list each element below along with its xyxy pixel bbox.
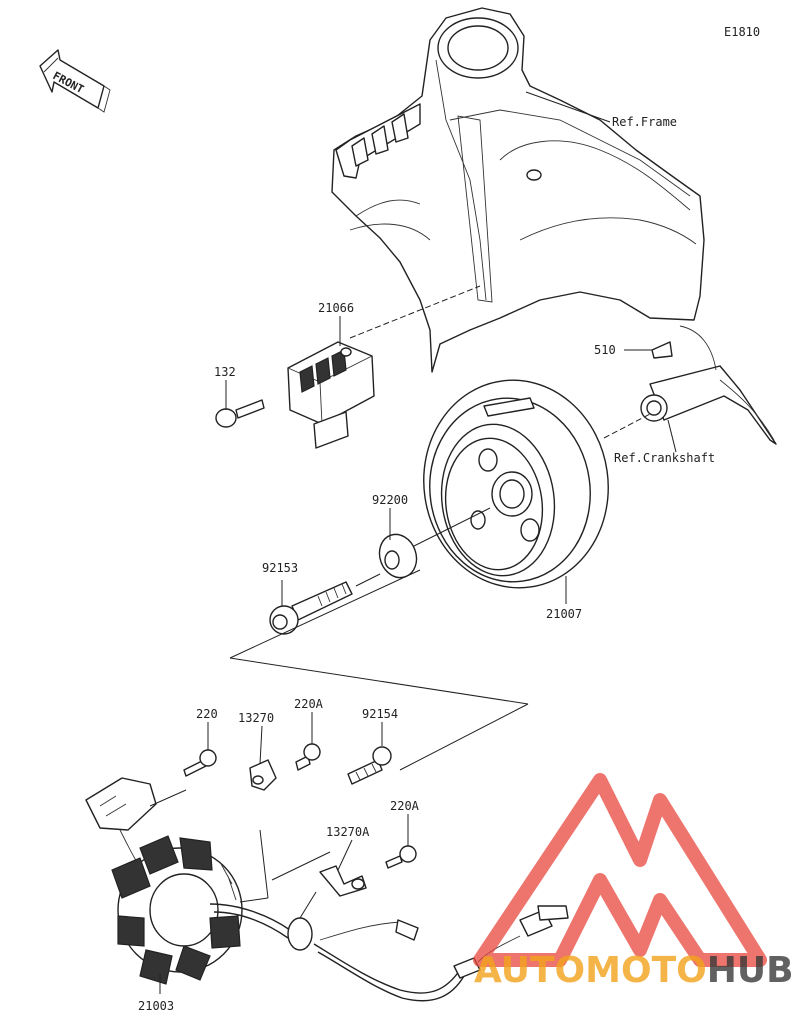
part-label-220: 220 bbox=[196, 707, 218, 721]
part-label-21007: 21007 bbox=[546, 607, 582, 621]
watermark-text: AUTOMOTOHUB bbox=[474, 950, 794, 991]
bolt-132 bbox=[215, 399, 265, 428]
part-label-220a-upper: 220A bbox=[294, 697, 324, 711]
part-label-13270a: 13270A bbox=[326, 825, 370, 839]
regulator-rectifier-21066 bbox=[287, 341, 375, 449]
bolt-92153 bbox=[269, 581, 353, 635]
part-label-510: 510 bbox=[594, 343, 616, 357]
screw-220a-upper bbox=[295, 743, 321, 771]
diagram-code: E1810 bbox=[724, 25, 760, 39]
part-label-92200: 92200 bbox=[372, 493, 408, 507]
stator-21003 bbox=[85, 777, 243, 985]
crankshaft-illustration bbox=[640, 325, 777, 445]
part-label-21003: 21003 bbox=[138, 999, 174, 1013]
flywheel-rotor-21007 bbox=[423, 379, 609, 589]
part-label-92154: 92154 bbox=[362, 707, 398, 721]
clamp-13270a bbox=[319, 865, 367, 897]
automotohub-watermark-logo bbox=[473, 773, 767, 967]
ref-frame-label: Ref.Frame bbox=[612, 115, 677, 129]
front-arrow-icon: FRONT bbox=[39, 49, 111, 113]
part-label-92153: 92153 bbox=[262, 561, 298, 575]
screw-220 bbox=[183, 749, 217, 777]
part-label-220a-lower: 220A bbox=[390, 799, 420, 813]
bolt-92154 bbox=[347, 746, 392, 785]
clamp-13270 bbox=[249, 759, 277, 791]
part-label-13270: 13270 bbox=[238, 711, 274, 725]
ref-crankshaft-label: Ref.Crankshaft bbox=[614, 451, 715, 465]
washer-92200 bbox=[378, 533, 418, 579]
part-label-132: 132 bbox=[214, 365, 236, 379]
screw-220a-lower bbox=[385, 845, 417, 869]
part-label-21066: 21066 bbox=[318, 301, 354, 315]
frame-illustration bbox=[331, 7, 705, 373]
